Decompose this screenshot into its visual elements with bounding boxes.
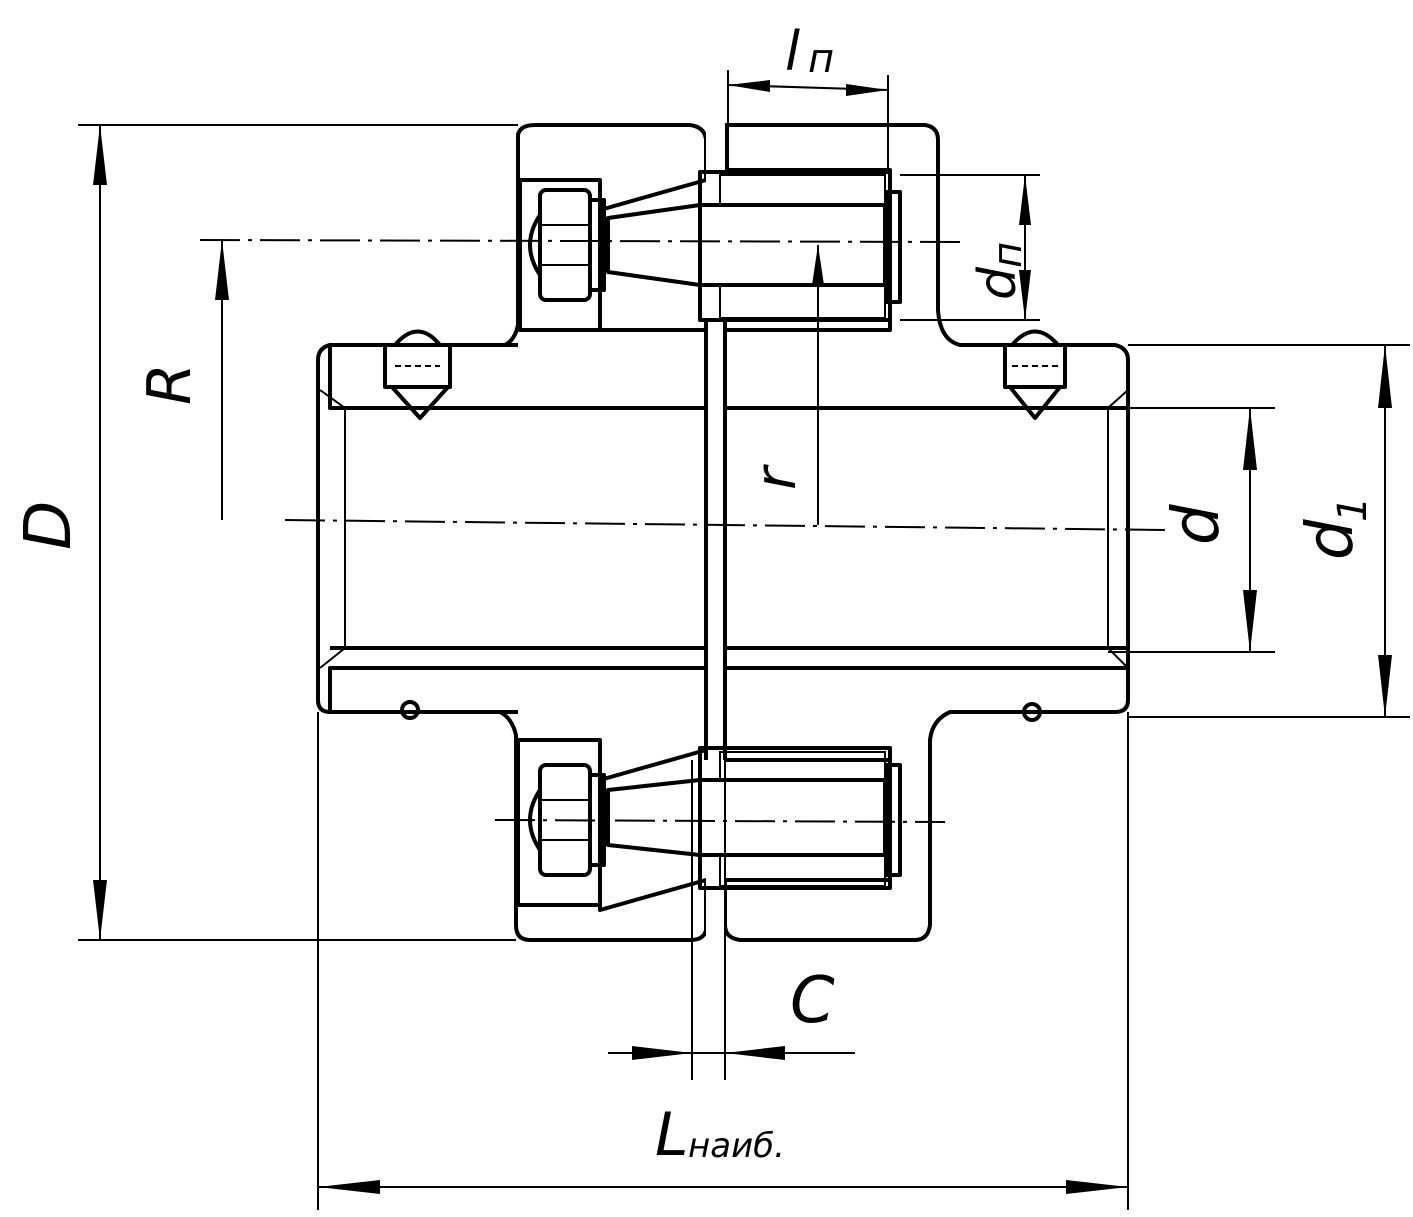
lower-pin-head bbox=[884, 763, 902, 877]
right-set-screw bbox=[1003, 329, 1067, 420]
dimension-R bbox=[215, 240, 229, 520]
upper-rubber-sleeve bbox=[698, 170, 892, 322]
dimension-C bbox=[608, 760, 855, 1080]
upper-nut bbox=[538, 188, 592, 302]
left-hub-outline bbox=[316, 343, 331, 714]
upper-pin-head bbox=[884, 190, 902, 304]
upper-bolt-end bbox=[528, 213, 542, 277]
right-plug bbox=[1022, 702, 1042, 722]
label-L-sub: наиб. bbox=[688, 1126, 785, 1166]
label-dn-main: d bbox=[968, 266, 1028, 300]
label-d: d bbox=[1160, 504, 1234, 545]
lower-rubber-rings-top bbox=[719, 751, 886, 781]
label-ln: l п bbox=[785, 20, 834, 83]
left-bolt-pocket-upper bbox=[518, 178, 602, 332]
label-d1: d 1 bbox=[1294, 497, 1376, 560]
dimension-d1 bbox=[1128, 344, 1410, 718]
label-L: L наиб. bbox=[655, 1100, 785, 1170]
label-dn-sub: п bbox=[985, 242, 1031, 268]
upper-pin-taper bbox=[606, 203, 702, 287]
label-dn: d п bbox=[968, 242, 1031, 300]
label-C: C bbox=[790, 964, 835, 1038]
left-set-screw bbox=[383, 329, 452, 420]
upper-rubber-rings-bottom bbox=[719, 284, 886, 319]
label-d1-main: d bbox=[1294, 519, 1368, 560]
label-R: R bbox=[135, 363, 205, 405]
lower-rubber-sleeve bbox=[698, 746, 892, 890]
main-axis bbox=[284, 519, 1166, 531]
label-ln-sub: п bbox=[808, 36, 834, 82]
lower-pin-axis bbox=[494, 819, 946, 823]
label-D: D bbox=[12, 501, 86, 550]
left-body-lower-hatch bbox=[328, 666, 708, 942]
dimension-L bbox=[317, 712, 1129, 1210]
dimension-dn bbox=[900, 174, 1040, 321]
label-d1-sub: 1 bbox=[1330, 497, 1376, 522]
upper-pin-assembly bbox=[528, 170, 902, 322]
bore-left-chamfer bbox=[319, 389, 346, 669]
dimension-r bbox=[812, 245, 824, 525]
lower-pin-body bbox=[698, 778, 887, 857]
dimension-D bbox=[78, 124, 518, 941]
left-plug bbox=[400, 700, 420, 720]
right-body-lower-hatch bbox=[723, 666, 1130, 942]
label-L-main: L bbox=[655, 1100, 688, 1170]
upper-pin-body bbox=[698, 203, 887, 287]
label-ln-main: l bbox=[785, 20, 800, 83]
upper-pin-axis bbox=[199, 239, 961, 243]
dimension-ln bbox=[727, 70, 889, 170]
lower-pin-taper bbox=[606, 778, 702, 857]
left-bolt-pocket-lower bbox=[516, 738, 602, 907]
right-body-hatch bbox=[723, 123, 1130, 410]
dimension-d bbox=[1108, 407, 1275, 653]
upper-rubber-rings-top bbox=[719, 174, 886, 206]
coupling-gap bbox=[706, 120, 725, 950]
label-r: r bbox=[744, 464, 809, 490]
